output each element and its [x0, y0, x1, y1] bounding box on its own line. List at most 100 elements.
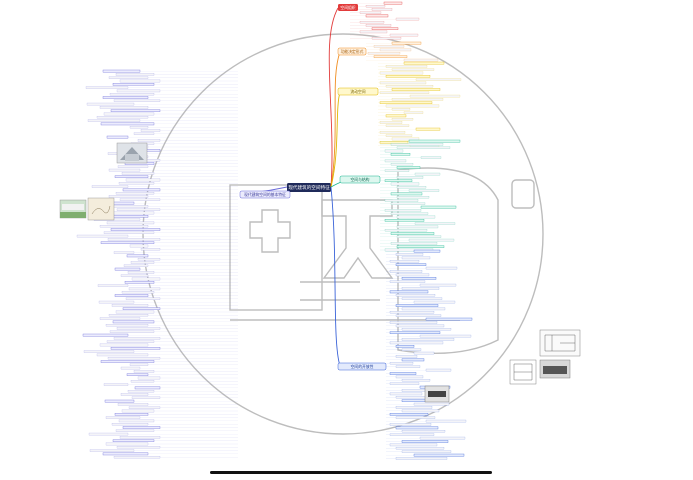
- detail-node[interactable]: [385, 114, 407, 118]
- detail-node[interactable]: [102, 96, 149, 99]
- detail-node[interactable]: [86, 102, 135, 106]
- detail-node[interactable]: [413, 351, 435, 355]
- detail-node[interactable]: [89, 449, 135, 452]
- detail-node[interactable]: [112, 320, 155, 324]
- detail-node[interactable]: [390, 202, 426, 205]
- detail-node[interactable]: [115, 310, 155, 314]
- detail-node[interactable]: [111, 304, 149, 307]
- detail-node[interactable]: [384, 159, 407, 163]
- detail-node[interactable]: [114, 175, 149, 178]
- detail-node[interactable]: [103, 112, 155, 116]
- detail-node[interactable]: [389, 433, 435, 436]
- detail-node[interactable]: [396, 245, 445, 248]
- detail-node[interactable]: [401, 358, 425, 362]
- detail-node[interactable]: [117, 165, 149, 168]
- detail-node[interactable]: [401, 307, 446, 311]
- detail-node[interactable]: [103, 383, 129, 386]
- detail-node[interactable]: [107, 357, 161, 360]
- detail-node[interactable]: [371, 37, 402, 40]
- detail-node[interactable]: [104, 399, 135, 403]
- detail-node[interactable]: [391, 68, 435, 71]
- detail-node[interactable]: [385, 104, 440, 108]
- detail-node[interactable]: [137, 139, 161, 142]
- detail-node[interactable]: [391, 41, 422, 45]
- detail-node[interactable]: [126, 254, 149, 258]
- detail-node[interactable]: [365, 24, 392, 27]
- detail-node[interactable]: [401, 256, 431, 260]
- detail-node[interactable]: [385, 134, 413, 137]
- detail-node[interactable]: [379, 121, 403, 124]
- detail-node[interactable]: [133, 132, 155, 135]
- detail-node[interactable]: [420, 205, 457, 209]
- detail-node[interactable]: [401, 430, 446, 433]
- thumbnail-building-right[interactable]: [539, 359, 571, 379]
- detail-node[interactable]: [389, 321, 438, 324]
- detail-node[interactable]: [110, 228, 161, 231]
- detail-node[interactable]: [99, 225, 149, 228]
- detail-node[interactable]: [134, 386, 161, 390]
- detail-node[interactable]: [396, 196, 430, 199]
- detail-node[interactable]: [115, 429, 155, 432]
- detail-node[interactable]: [384, 199, 419, 202]
- detail-node[interactable]: [108, 195, 149, 198]
- thumbnail-plan-mid[interactable]: [509, 359, 537, 385]
- detail-node[interactable]: [365, 14, 389, 18]
- detail-node[interactable]: [379, 141, 409, 144]
- detail-node[interactable]: [118, 182, 155, 185]
- detail-node[interactable]: [391, 137, 420, 141]
- detail-node[interactable]: [395, 447, 445, 450]
- detail-node[interactable]: [113, 99, 161, 102]
- detail-node[interactable]: [123, 264, 149, 267]
- detail-node[interactable]: [100, 241, 155, 244]
- detail-node[interactable]: [413, 402, 450, 406]
- detail-node[interactable]: [91, 185, 129, 188]
- detail-node[interactable]: [413, 249, 441, 253]
- detail-node[interactable]: [113, 456, 161, 459]
- detail-node[interactable]: [389, 443, 438, 447]
- detail-node[interactable]: [115, 73, 155, 76]
- detail-node[interactable]: [396, 215, 436, 219]
- detail-node[interactable]: [131, 277, 161, 281]
- detail-node[interactable]: [137, 258, 161, 261]
- detail-node[interactable]: [119, 436, 161, 439]
- detail-node[interactable]: [391, 118, 414, 121]
- detail-node[interactable]: [396, 186, 427, 189]
- detail-node[interactable]: [389, 260, 420, 263]
- detail-node[interactable]: [98, 300, 135, 304]
- detail-node[interactable]: [371, 8, 393, 11]
- detail-node[interactable]: [419, 334, 472, 338]
- detail-node[interactable]: [107, 238, 161, 241]
- detail-node[interactable]: [395, 294, 436, 297]
- detail-node[interactable]: [401, 328, 452, 331]
- detail-node[interactable]: [389, 270, 423, 273]
- detail-node[interactable]: [128, 287, 161, 291]
- detail-node[interactable]: [425, 266, 458, 270]
- detail-node[interactable]: [111, 423, 149, 426]
- detail-node[interactable]: [384, 219, 425, 222]
- detail-node[interactable]: [114, 294, 149, 297]
- detail-node[interactable]: [105, 442, 149, 446]
- detail-node[interactable]: [391, 98, 444, 101]
- detail-node[interactable]: [401, 297, 443, 300]
- detail-node[interactable]: [99, 343, 149, 347]
- branch-title-red[interactable]: 空间组织: [338, 4, 358, 11]
- detail-node[interactable]: [390, 192, 423, 196]
- detail-node[interactable]: [113, 251, 135, 254]
- detail-node[interactable]: [390, 182, 420, 186]
- detail-node[interactable]: [401, 450, 452, 453]
- detail-node[interactable]: [389, 413, 429, 416]
- detail-node[interactable]: [359, 30, 388, 34]
- detail-node[interactable]: [379, 48, 412, 52]
- detail-node[interactable]: [83, 350, 135, 353]
- detail-node[interactable]: [105, 416, 141, 419]
- detail-node[interactable]: [396, 225, 439, 229]
- detail-node[interactable]: [105, 324, 149, 327]
- detail-node[interactable]: [420, 156, 442, 159]
- detail-node[interactable]: [415, 127, 441, 131]
- detail-node[interactable]: [373, 55, 408, 58]
- root-node[interactable]: 现代建筑的空间特征: [287, 183, 331, 192]
- detail-node[interactable]: [119, 198, 161, 201]
- detail-node[interactable]: [127, 390, 155, 393]
- detail-node[interactable]: [401, 440, 449, 443]
- detail-node[interactable]: [389, 280, 426, 283]
